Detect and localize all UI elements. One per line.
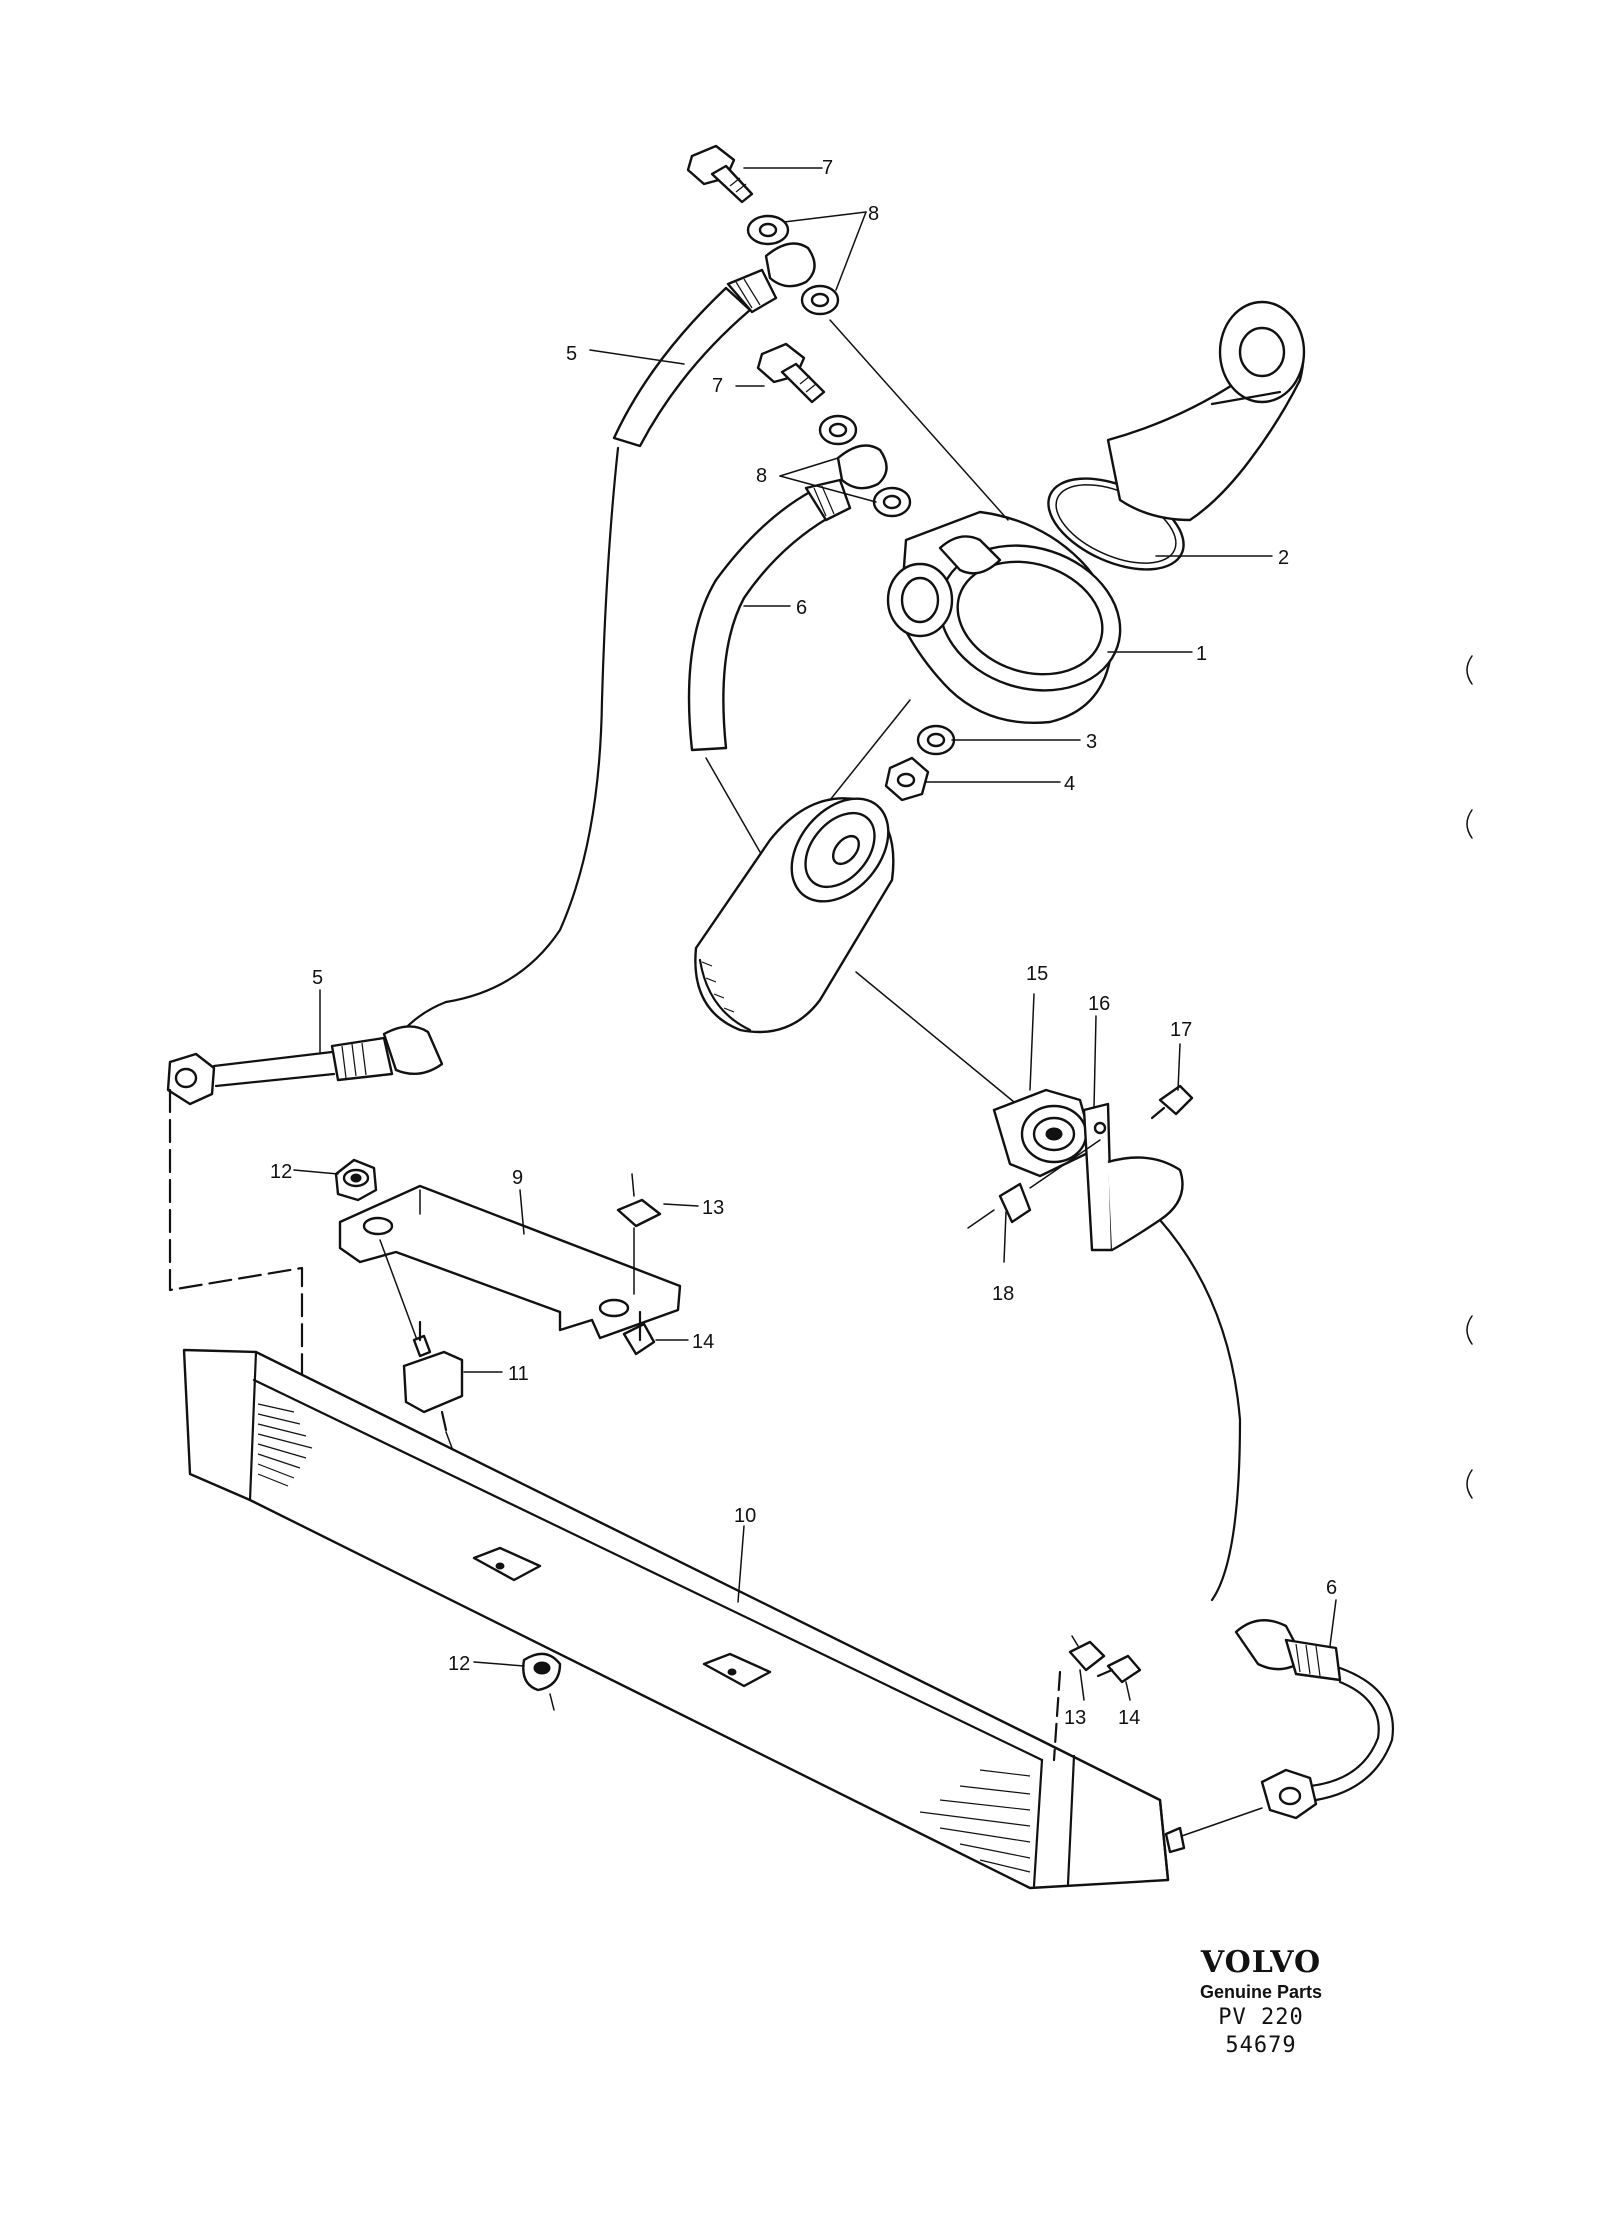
banjo-fitting-lower: [836, 444, 888, 490]
leader-line: [855, 971, 1015, 1103]
cooler-fins-left: [257, 1403, 313, 1487]
callout-labels: 7 8 5 7 8 6 2 1 3 4 5 15 16 17 12 9 13 1…: [270, 157, 1337, 1729]
callout-16: 16: [1088, 993, 1110, 1015]
callout-7-lower: 7: [712, 375, 723, 397]
callout-8-lower: 8: [756, 465, 767, 487]
leader-line: [705, 757, 761, 853]
callout-7-upper: 7: [822, 157, 833, 179]
screw-14-upper: [622, 1310, 656, 1356]
brand-tagline: Genuine Parts: [1199, 1982, 1323, 2002]
dashed-leader: [1052, 1670, 1062, 1762]
sealing-washer-8-lower: [818, 414, 912, 518]
callout-11: 11: [508, 1363, 529, 1385]
callout-5-upper: 5: [566, 343, 577, 365]
binder-hole-marks: [1466, 655, 1473, 1499]
callout-13-upper: 13: [702, 1197, 724, 1219]
oil-filter-housing-1: [886, 510, 1122, 724]
oil-hose-6-lower: [1158, 1218, 1394, 1839]
filter-cap-2: [1106, 300, 1306, 522]
leader-line: [829, 699, 911, 801]
rubber-bush-15: [992, 1088, 1096, 1178]
washer-3: [916, 724, 956, 756]
oil-filter-cartridge: [694, 797, 895, 1034]
callout-6-lower: 6: [1326, 1577, 1337, 1599]
callout-8-upper: 8: [868, 203, 879, 225]
callout-6-upper: 6: [796, 597, 807, 619]
volvo-logo: VOLVO: [1200, 1945, 1322, 1980]
screw-14-lower: [1096, 1654, 1142, 1684]
banjo-bolt-7-upper: [686, 144, 754, 204]
callout-12-upper: 12: [270, 1161, 292, 1183]
callout-1: 1: [1196, 643, 1207, 665]
rubber-mount-11: [402, 1320, 464, 1432]
banjo-fitting-upper: [764, 242, 816, 288]
nut-12-upper: [334, 1158, 378, 1202]
callout-4: 4: [1064, 773, 1075, 795]
callout-14-lower: 14: [1118, 1707, 1140, 1729]
callout-18: 18: [992, 1283, 1014, 1305]
clip-13-upper: [616, 1173, 662, 1228]
callout-12-lower: 12: [448, 1653, 470, 1675]
oil-hose-5-lower: [166, 1000, 448, 1394]
oil-cooler-10: [182, 1348, 1186, 1890]
clip-13-lower: [1068, 1635, 1106, 1672]
bracket-16: [1082, 1102, 1184, 1252]
callout-10: 10: [734, 1505, 756, 1527]
oil-hose-5-upper: [444, 268, 778, 1004]
callout-2: 2: [1278, 547, 1289, 569]
brand-block: VOLVO Genuine Parts PV 220 54679: [1176, 1946, 1346, 2060]
leader-line: [1029, 1139, 1101, 1189]
callout-15: 15: [1026, 963, 1048, 985]
callout-13-lower: 13: [1064, 1707, 1086, 1729]
banjo-bolt-7-lower: [756, 342, 826, 404]
callout-14-upper: 14: [692, 1331, 714, 1353]
sealing-washer-8-upper: [746, 214, 840, 316]
nut-4: [884, 756, 930, 802]
oil-hose-6-upper: [687, 478, 852, 752]
callout-5-lower: 5: [312, 967, 323, 989]
leader-line: [829, 319, 1009, 521]
callout-17: 17: [1170, 1019, 1192, 1041]
illustration-code: PV 220 54679: [1218, 2005, 1304, 2058]
callout-3: 3: [1086, 731, 1097, 753]
leader-line: [379, 1239, 421, 1349]
callout-9: 9: [512, 1167, 523, 1189]
clip-18: [967, 1182, 1032, 1229]
callout-leaders: [293, 167, 1337, 1701]
cooler-fins-right: [919, 1769, 1031, 1873]
nut-12-lower: [522, 1652, 562, 1711]
mounting-bracket-9: [338, 1184, 682, 1340]
screw-17: [1150, 1084, 1194, 1120]
